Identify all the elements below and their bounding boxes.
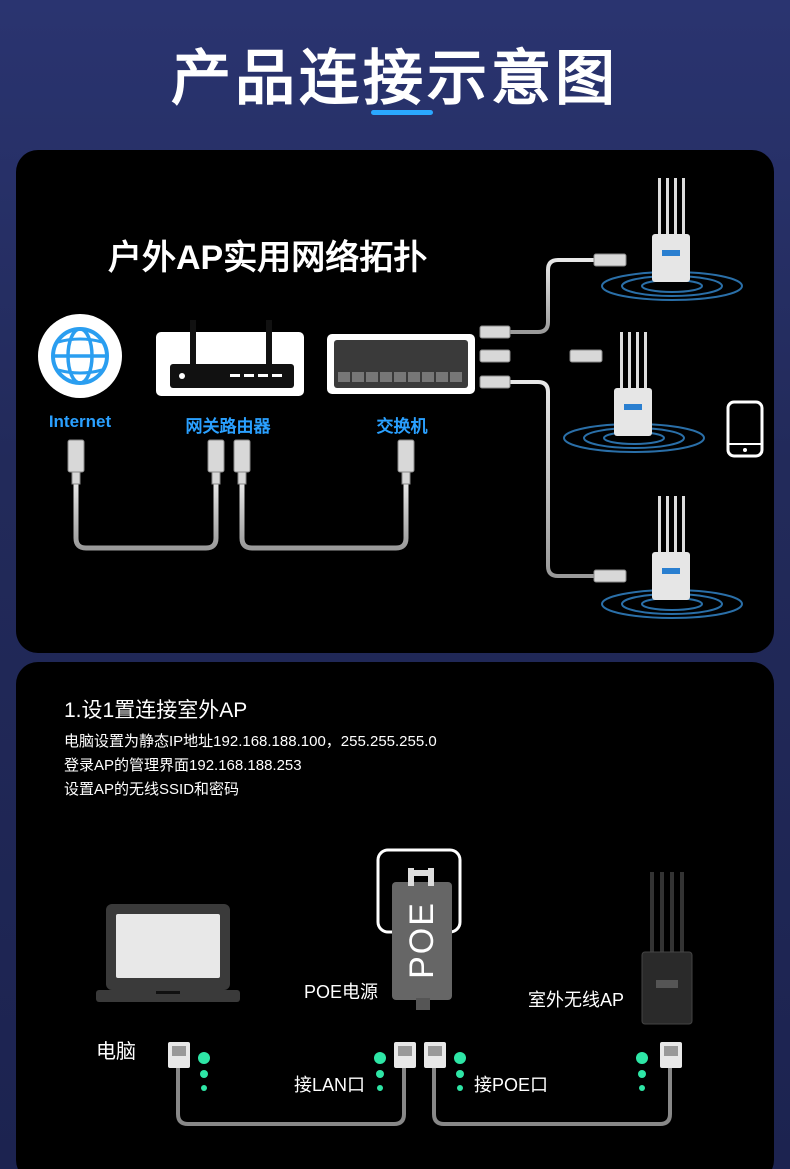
lan-port-label: 接LAN口	[294, 1075, 366, 1095]
setup-panel: 1.设1置连接室外AP 电脑设置为静态IP地址192.168.188.100，2…	[16, 662, 774, 1169]
outdoor-ap-icon	[563, 332, 705, 453]
setup-line: 登录AP的管理界面192.168.188.253	[64, 757, 302, 774]
outdoor-ap-black-icon	[641, 872, 693, 1025]
poe-adapter-icon	[376, 848, 462, 1010]
ap-plugs	[479, 253, 627, 583]
setup-line: 电脑设置为静态IP地址192.168.188.100，255.255.255.0	[64, 733, 437, 750]
internet-label: Internet	[48, 412, 112, 431]
led-indicator	[198, 1052, 648, 1091]
topology-diagram	[38, 178, 764, 619]
setup-line: 设置AP的无线SSID和密码	[64, 781, 240, 798]
outdoor-ap-icon	[601, 496, 743, 619]
router-icon	[156, 320, 304, 396]
setup-diagram	[96, 848, 693, 1126]
step-title: 1.设1置连接室外AP	[64, 699, 248, 722]
bottom-cables	[73, 479, 409, 551]
globe-icon	[38, 314, 122, 398]
lan-cable	[168, 1042, 416, 1126]
page-title: 产品连接示意图	[171, 45, 619, 112]
ap-cables	[508, 258, 596, 578]
switch-icon	[327, 334, 475, 394]
phone-icon	[726, 400, 764, 458]
poe-cable	[424, 1042, 682, 1126]
switch-label: 交换机	[376, 417, 428, 436]
topology-panel: 户外AP实用网络拓扑	[16, 150, 774, 653]
poe-port-label: 接POE口	[474, 1075, 549, 1095]
title-underline	[371, 110, 433, 115]
poe-text: POE	[402, 901, 441, 979]
poe-power-label: POE电源	[304, 982, 379, 1002]
topology-title: 户外AP实用网络拓扑	[108, 239, 428, 277]
outdoor-ap-label: 室外无线AP	[528, 990, 625, 1010]
laptop-icon	[96, 904, 240, 1002]
ethernet-plugs	[67, 439, 415, 485]
router-label: 网关路由器	[185, 417, 271, 436]
outdoor-ap-icon	[601, 178, 743, 301]
computer-label: 电脑	[96, 1041, 136, 1063]
